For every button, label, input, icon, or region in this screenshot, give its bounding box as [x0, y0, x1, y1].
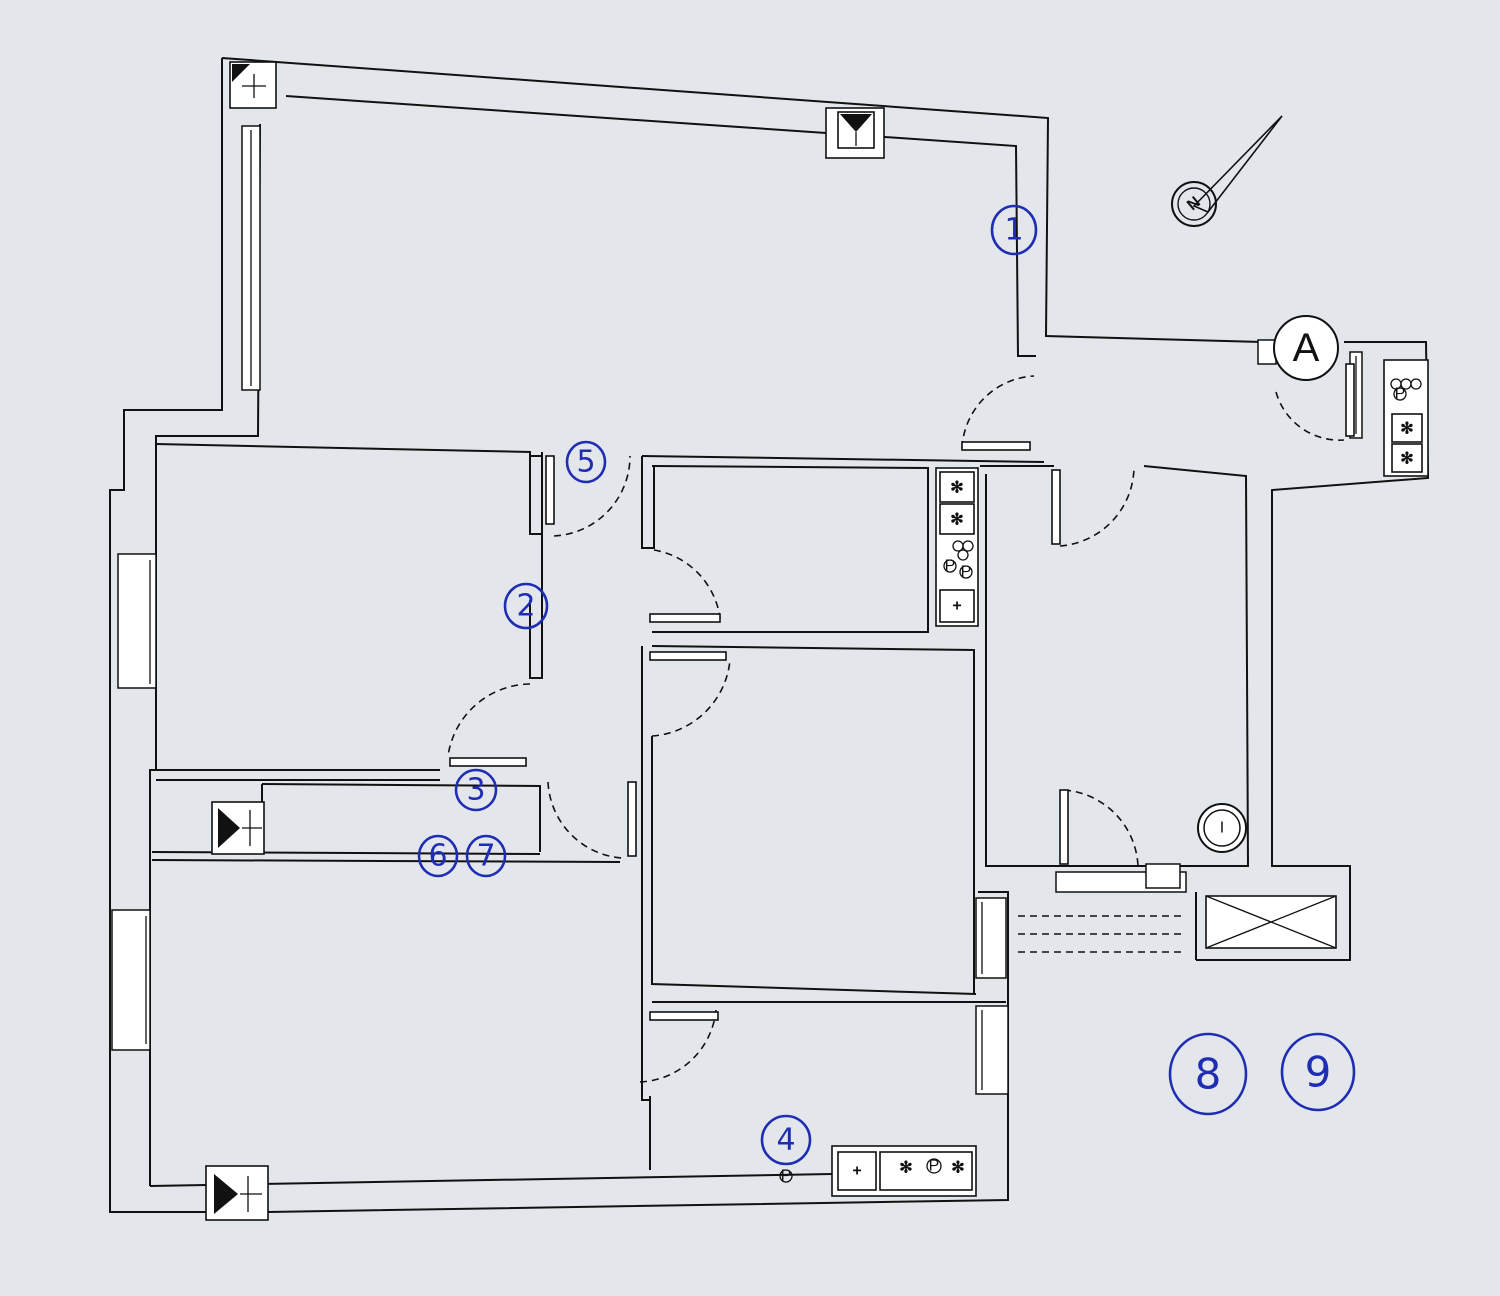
- electrical-panel-entry: P ✻ ✻: [1383, 359, 1429, 477]
- radiator-icon: [825, 107, 885, 159]
- north-arrow-icon: N: [1171, 115, 1283, 227]
- ac-unit-box: [1205, 895, 1337, 949]
- electrical-panel-kitchen: ✻ ✻ P P +: [935, 467, 979, 627]
- annotation-label: 4: [776, 1123, 795, 1158]
- annotation-marker-7: 7: [465, 834, 507, 878]
- annotation-label: 6: [428, 839, 447, 874]
- fan-coil-icon: ✻: [899, 1160, 912, 1177]
- fan-coil-icon: ✻: [951, 1160, 964, 1177]
- annotation-marker-5: 5: [565, 440, 607, 484]
- light-switch-icon: +: [952, 598, 961, 615]
- electrical-outlet-icon: P: [961, 564, 972, 581]
- annotation-label: 8: [1195, 1050, 1222, 1099]
- electrical-outlet-icon: P: [945, 558, 956, 575]
- annotation-marker-4: 4: [760, 1114, 812, 1166]
- north-arrow-label: N: [1184, 194, 1204, 214]
- door-symbol-label: A: [1293, 326, 1320, 370]
- electrical-panel-bedroom: + ✻ P ✻: [831, 1145, 977, 1197]
- electrical-outlet-icon: P: [781, 1168, 792, 1185]
- radiator-icon: [211, 801, 265, 855]
- radiator-icon: [205, 1165, 269, 1221]
- door-symbol-a: A: [1273, 315, 1339, 381]
- fan-coil-icon: ✻: [950, 512, 963, 529]
- annotation-label: 7: [476, 839, 495, 874]
- fan-coil-icon: ✻: [1400, 451, 1413, 468]
- annotation-marker-9: 9: [1280, 1032, 1356, 1112]
- windows: [111, 125, 1363, 1095]
- annotation-marker-6: 6: [417, 834, 459, 878]
- electrical-outlet-icon: P: [1395, 386, 1406, 403]
- outlet-near-4: P: [779, 1168, 793, 1185]
- annotation-marker-8: 8: [1168, 1032, 1248, 1116]
- balcony-grille: [1018, 915, 1186, 953]
- fan-coil-icon: ✻: [950, 480, 963, 497]
- light-switch-icon: +: [852, 1163, 861, 1180]
- annotation-label: 2: [516, 589, 535, 624]
- annotation-label: 3: [466, 773, 485, 808]
- door-swings: [447, 363, 1355, 1083]
- interior-walls: [151, 443, 1197, 1170]
- annotation-marker-1: 1: [990, 204, 1038, 256]
- marker-i: I: [1197, 803, 1247, 853]
- annotation-marker-3: 3: [454, 768, 498, 812]
- annotation-label: 5: [576, 445, 595, 480]
- radiator-icon: [229, 61, 277, 109]
- annotation-marker-2: 2: [503, 582, 549, 630]
- fan-coil-icon: ✻: [1400, 421, 1413, 438]
- annotation-label: 9: [1305, 1048, 1332, 1097]
- outer-walls: [109, 57, 1430, 1213]
- marker-i-label: I: [1220, 820, 1224, 837]
- electrical-outlet-icon: P: [929, 1158, 940, 1175]
- annotation-label: 1: [1004, 213, 1023, 248]
